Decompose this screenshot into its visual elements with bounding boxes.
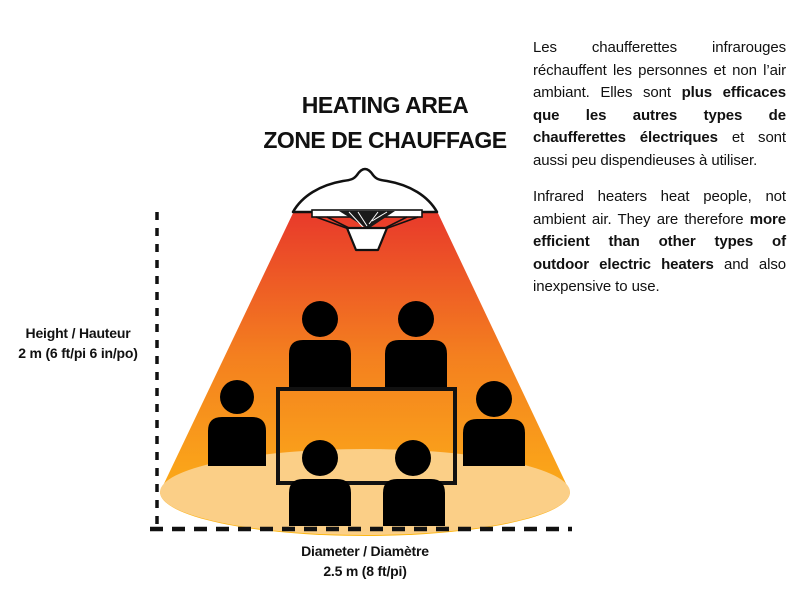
text-segment: et sont aussi peu dispendieuses à utilis… bbox=[533, 129, 786, 169]
people-silhouettes bbox=[289, 301, 447, 390]
title-line-english: HEATING AREA bbox=[301, 92, 469, 118]
person-silhouette bbox=[385, 301, 447, 390]
person-silhouette bbox=[289, 301, 351, 390]
people-silhouettes-front bbox=[208, 380, 525, 526]
description-panel: Les chaufferettes infrarouges réchauffen… bbox=[533, 37, 786, 313]
text-segment-bold: plus efficaces que les autres types de c… bbox=[533, 84, 786, 146]
height-label: Height / Hauteur 2 m (6 ft/pi 6 in/po) bbox=[4, 323, 152, 363]
diagram-title: HEATING AREA ZONE DE CHAUFFAGE bbox=[250, 88, 520, 158]
paragraph-english: Infrared heaters heat people, not ambien… bbox=[533, 186, 786, 299]
heater-housing bbox=[345, 226, 389, 252]
person-silhouette bbox=[208, 380, 266, 466]
infrared-heater-icon bbox=[291, 167, 439, 252]
floor-glow bbox=[160, 449, 570, 535]
height-label-value: 2 m (6 ft/pi 6 in/po) bbox=[18, 345, 138, 361]
height-label-name: Height / Hauteur bbox=[25, 325, 131, 341]
text-segment: Infrared heaters heat people, not ambien… bbox=[533, 188, 786, 228]
person-silhouette bbox=[463, 381, 525, 466]
diameter-label-name: Diameter / Diamètre bbox=[301, 543, 429, 559]
text-segment: Les chaufferettes infrarouges réchauffen… bbox=[533, 39, 786, 101]
person-silhouette bbox=[289, 440, 351, 526]
diameter-label-value: 2.5 m (8 ft/pi) bbox=[323, 563, 407, 579]
person-silhouette bbox=[383, 440, 445, 526]
text-segment-bold: more efficient than other types of outdo… bbox=[533, 210, 786, 273]
table bbox=[276, 387, 457, 485]
title-line-french: ZONE DE CHAUFFAGE bbox=[263, 127, 507, 153]
heater-element-mesh bbox=[339, 211, 395, 229]
diameter-label: Diameter / Diamètre 2.5 m (8 ft/pi) bbox=[255, 541, 475, 581]
heater-dome bbox=[291, 167, 439, 214]
text-segment: and also inexpensive to use. bbox=[533, 255, 786, 296]
paragraph-french: Les chaufferettes infrarouges réchauffen… bbox=[533, 37, 786, 172]
